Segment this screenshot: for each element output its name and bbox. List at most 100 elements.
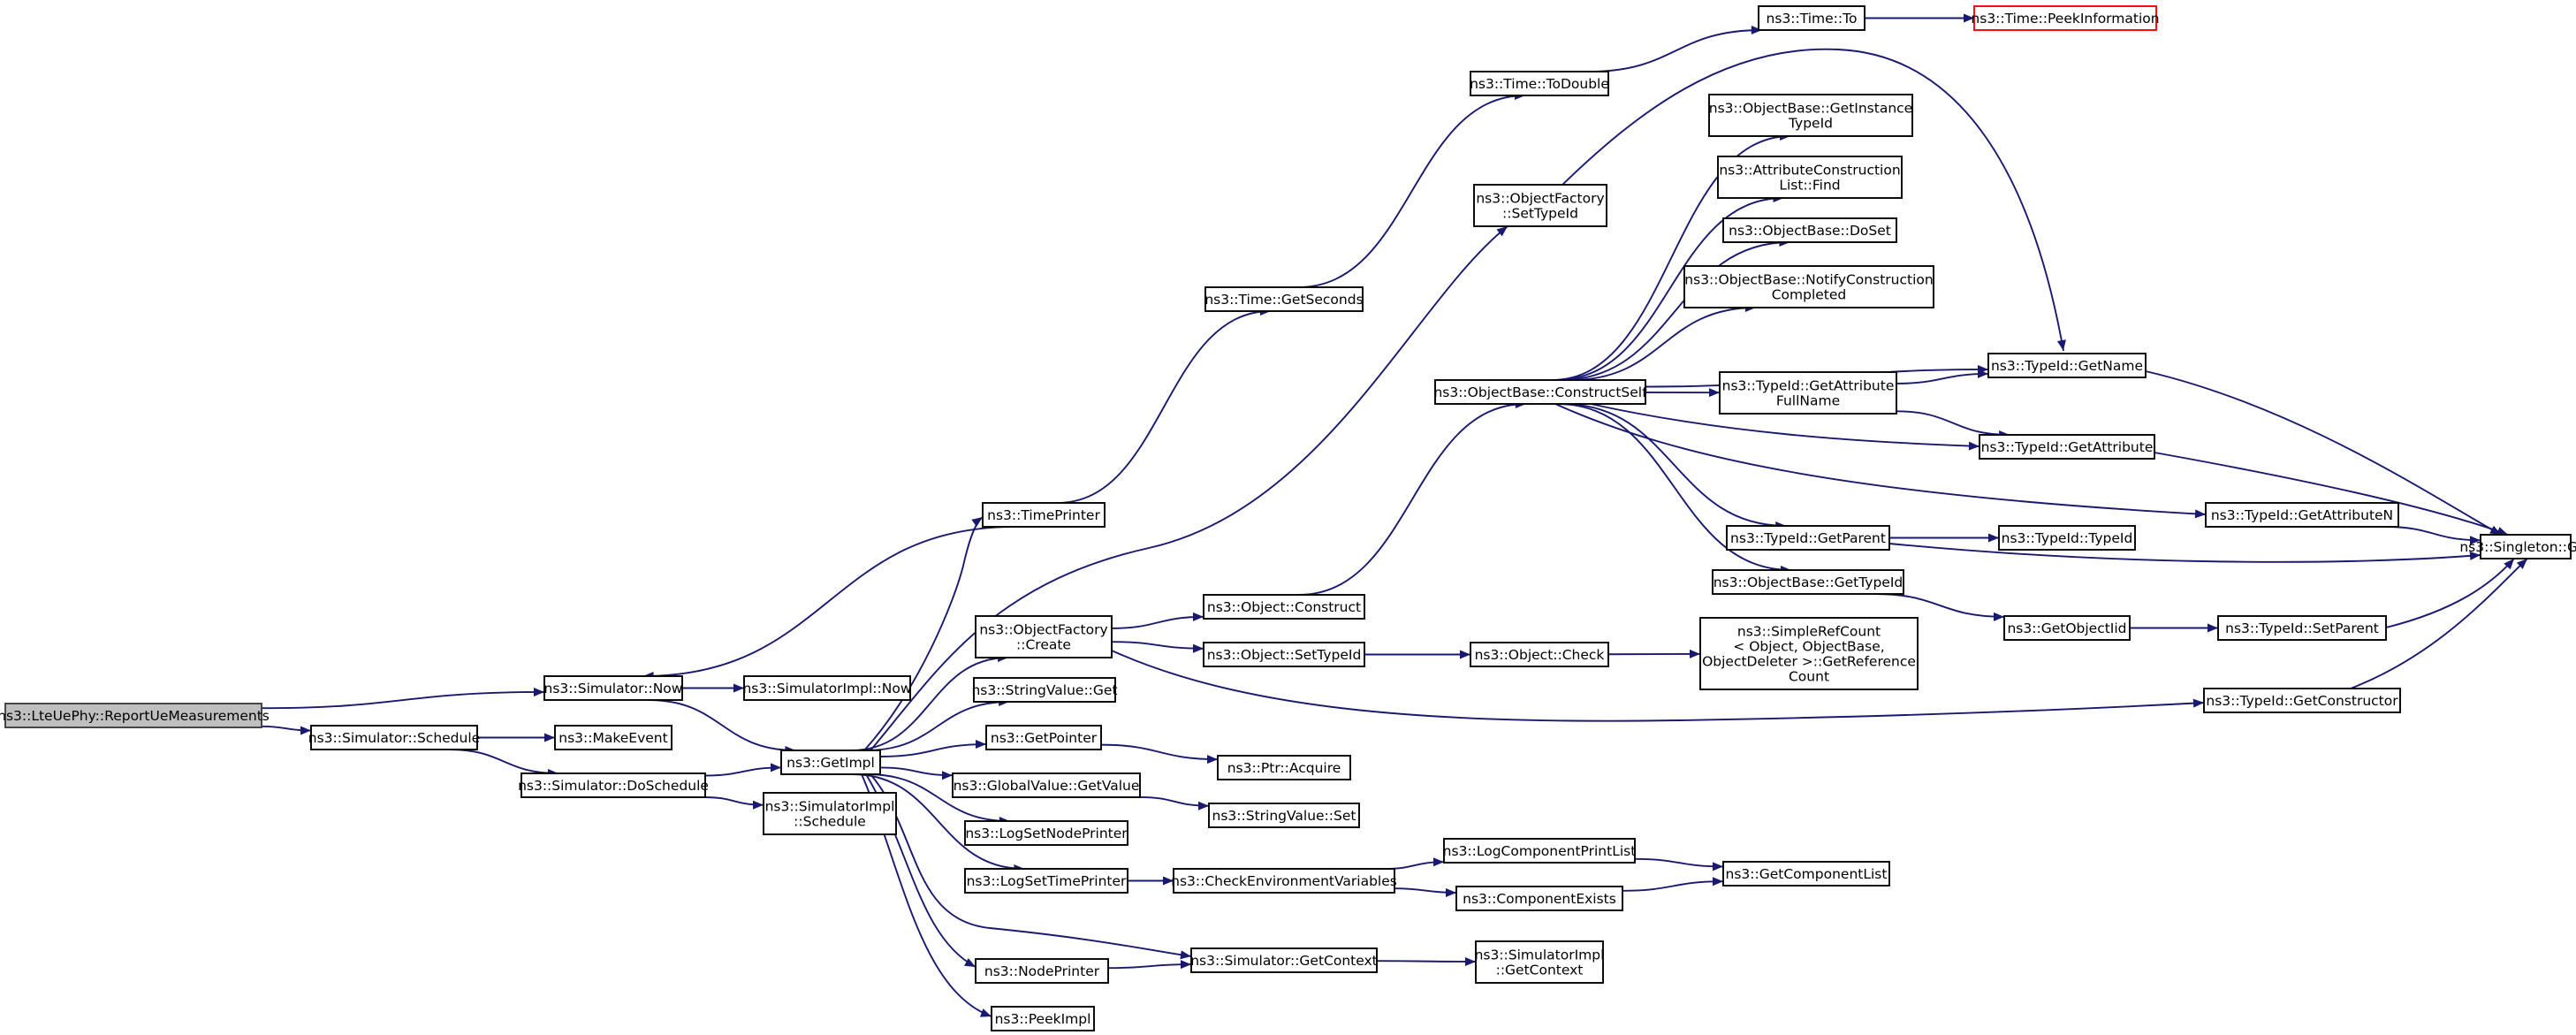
edge-objbase_constructself-to-typeid_getattributen — [1554, 403, 2207, 519]
arrowhead — [964, 957, 976, 967]
edge-getimpl-to-sim_getcontext — [870, 773, 1192, 960]
node-box — [4, 703, 262, 728]
edge-objbase_constructself-to-objbase_doset — [1560, 238, 1790, 381]
arrowhead — [1446, 887, 1456, 897]
node-label: ns3::ObjectFactory — [979, 622, 1107, 638]
node-make-event[interactable]: ns3::MakeEvent — [554, 725, 672, 750]
node-root[interactable]: ns3::LteUePhy::ReportUeMeasurements — [0, 703, 270, 728]
node-stringvalue-get[interactable]: ns3::StringValue::Get — [971, 677, 1118, 703]
node-timeprinter[interactable]: ns3::TimePrinter — [982, 502, 1106, 528]
node-objbase-doset[interactable]: ns3::ObjectBase::DoSet — [1722, 217, 1897, 243]
node-box — [2003, 615, 2131, 641]
edge-timeprinter-to-time_getseconds — [1057, 307, 1271, 504]
arrowhead — [1433, 857, 1444, 867]
node-label: ns3::ObjectFactory — [1476, 191, 1604, 207]
node-label: ns3::Time::To — [1767, 11, 1858, 27]
node-sim-now[interactable]: ns3::Simulator::Now — [543, 675, 683, 701]
node-time-peekinformation[interactable]: ns3::Time::PeekInformation — [1971, 5, 2160, 31]
arrowhead — [2470, 536, 2481, 545]
node-peekimpl[interactable]: ns3::PeekImpl — [991, 1006, 1095, 1031]
node-getobjectiid[interactable]: ns3::GetObjectIid — [2003, 615, 2131, 641]
node-box — [1726, 525, 1890, 551]
edge-componentexists-to-getcomponentlist — [1622, 877, 1724, 892]
node-globalvalue-getvalue[interactable]: ns3::GlobalValue::GetValue — [952, 772, 1141, 798]
node-label: ns3::LteUePhy::ReportUeMeasurements — [0, 708, 270, 724]
node-getpointer[interactable]: ns3::GetPointer — [985, 725, 1102, 750]
node-logsettimeprinter[interactable]: ns3::LogSetTimePrinter — [964, 868, 1128, 894]
node-logsetnodeprinter[interactable]: ns3::LogSetNodePrinter — [964, 820, 1128, 846]
node-label: ns3::TypeId::GetName — [1991, 358, 2143, 374]
node-sim-getcontext[interactable]: ns3::Simulator::GetContext — [1190, 947, 1378, 973]
arrowhead — [942, 771, 953, 780]
node-box — [310, 725, 478, 750]
node-simplerefcount[interactable]: ns3::SimpleRefCount< Object, ObjectBase,… — [1699, 617, 1919, 690]
arrowhead — [1690, 649, 1700, 658]
edge-objbase_constructself-to-typeid_getparent — [1562, 403, 1787, 530]
node-typeid-typeid[interactable]: ns3::TypeId::TypeId — [1998, 525, 2136, 551]
arrowhead — [1180, 950, 1191, 960]
node-getimpl[interactable]: ns3::GetImpl — [780, 750, 881, 775]
node-label: ns3::LogComponentPrintList — [1443, 843, 1637, 859]
node-time-to[interactable]: ns3::Time::To — [1758, 5, 1866, 31]
node-box — [1717, 156, 1903, 199]
node-label: FullName — [1776, 393, 1840, 409]
node-label: Completed — [1772, 287, 1847, 303]
edge-typeid_getattributen-to-singleton_get — [2385, 526, 2481, 545]
node-typeid-getattribute[interactable]: ns3::TypeId::GetAttribute — [1979, 434, 2155, 460]
nodes-layer: ns3::LteUePhy::ReportUeMeasurementsns3::… — [0, 5, 2576, 1031]
node-time-todouble[interactable]: ns3::Time::ToDouble — [1470, 71, 1609, 96]
node-box — [952, 772, 1141, 798]
node-box — [780, 750, 881, 775]
node-objfactory-settypeid[interactable]: ns3::ObjectFactory::SetTypeId — [1473, 184, 1607, 227]
node-box — [763, 792, 897, 835]
node-typeid-getname[interactable]: ns3::TypeId::GetName — [1987, 353, 2147, 378]
node-box — [1434, 379, 1646, 405]
node-logcomponentprintlist[interactable]: ns3::LogComponentPrintList — [1443, 838, 1637, 864]
node-componentexists[interactable]: ns3::ComponentExists — [1455, 886, 1623, 911]
node-getcomponentlist[interactable]: ns3::GetComponentList — [1722, 861, 1890, 887]
node-object-construct[interactable]: ns3::Object::Construct — [1203, 594, 1365, 620]
edge-sim_doschedule-to-getimpl — [704, 763, 782, 777]
node-sim-doschedule[interactable]: ns3::Simulator::DoSchedule — [518, 772, 709, 798]
node-box — [1683, 265, 1934, 308]
node-time-getseconds[interactable]: ns3::Time::GetSeconds — [1204, 286, 1364, 312]
node-label: ns3::Time::GetSeconds — [1204, 292, 1363, 308]
node-checkenv[interactable]: ns3::CheckEnvironmentVariables — [1171, 868, 1397, 894]
node-simimpl-now[interactable]: ns3::SimulatorImpl::Now — [742, 675, 912, 701]
node-stringvalue-set[interactable]: ns3::StringValue::Set — [1208, 803, 1360, 828]
node-label: ns3::StringValue::Get — [971, 682, 1117, 698]
node-label: ns3::ObjectBase::ConstructSelf — [1433, 384, 1647, 400]
node-simimpl-getcontext[interactable]: ns3::SimulatorImpl::GetContext — [1475, 940, 1605, 984]
node-label: TypeId — [1788, 116, 1833, 132]
node-objbase-notify[interactable]: ns3::ObjectBase::NotifyConstructionCompl… — [1683, 265, 1934, 308]
node-simimpl-schedule[interactable]: ns3::SimulatorImpl::Schedule — [763, 792, 897, 835]
arrowhead — [1460, 650, 1470, 659]
node-label: ns3::SimulatorImpl::Now — [742, 681, 911, 696]
node-label: ns3::Simulator::GetContext — [1190, 953, 1378, 969]
node-ptr-acquire[interactable]: ns3::Ptr::Acquire — [1217, 755, 1351, 780]
node-nodeprinter[interactable]: ns3::NodePrinter — [975, 958, 1109, 984]
node-typeid-setparent[interactable]: ns3::TypeId::SetParent — [2217, 615, 2387, 641]
node-typeid-getconstructor[interactable]: ns3::TypeId::GetConstructor — [2203, 688, 2401, 713]
edge-sim_doschedule-to-simimpl_schedule — [704, 796, 764, 810]
node-object-settypeid[interactable]: ns3::Object::SetTypeId — [1203, 642, 1365, 667]
node-objfactory-create[interactable]: ns3::ObjectFactory::Create — [975, 615, 1113, 658]
node-label: ns3::GetPointer — [991, 730, 1098, 746]
node-singleton-get[interactable]: ns3::Singleton::Get — [2459, 534, 2576, 559]
edge-objbase_gettypeid-to-getobjectiid — [1875, 593, 2005, 621]
arrowhead — [534, 687, 544, 696]
node-sim-schedule[interactable]: ns3::Simulator::Schedule — [308, 725, 480, 750]
node-objbase-gettypeid[interactable]: ns3::ObjectBase::GetTypeId — [1712, 569, 1904, 595]
node-objbase-constructself[interactable]: ns3::ObjectBase::ConstructSelf — [1433, 379, 1647, 405]
node-label: ns3::AttributeConstruction — [1719, 163, 1900, 179]
node-box — [1708, 94, 1913, 137]
node-typeid-getattributen[interactable]: ns3::TypeId::GetAttributeN — [2205, 502, 2399, 528]
node-object-check[interactable]: ns3::Object::Check — [1470, 642, 1609, 667]
edge-getpointer-to-ptr_acquire — [1100, 743, 1219, 765]
node-typeid-getparent[interactable]: ns3::TypeId::GetParent — [1726, 525, 1890, 551]
node-label: ns3::Simulator::DoSchedule — [518, 778, 709, 794]
arrowhead — [1988, 533, 1999, 543]
